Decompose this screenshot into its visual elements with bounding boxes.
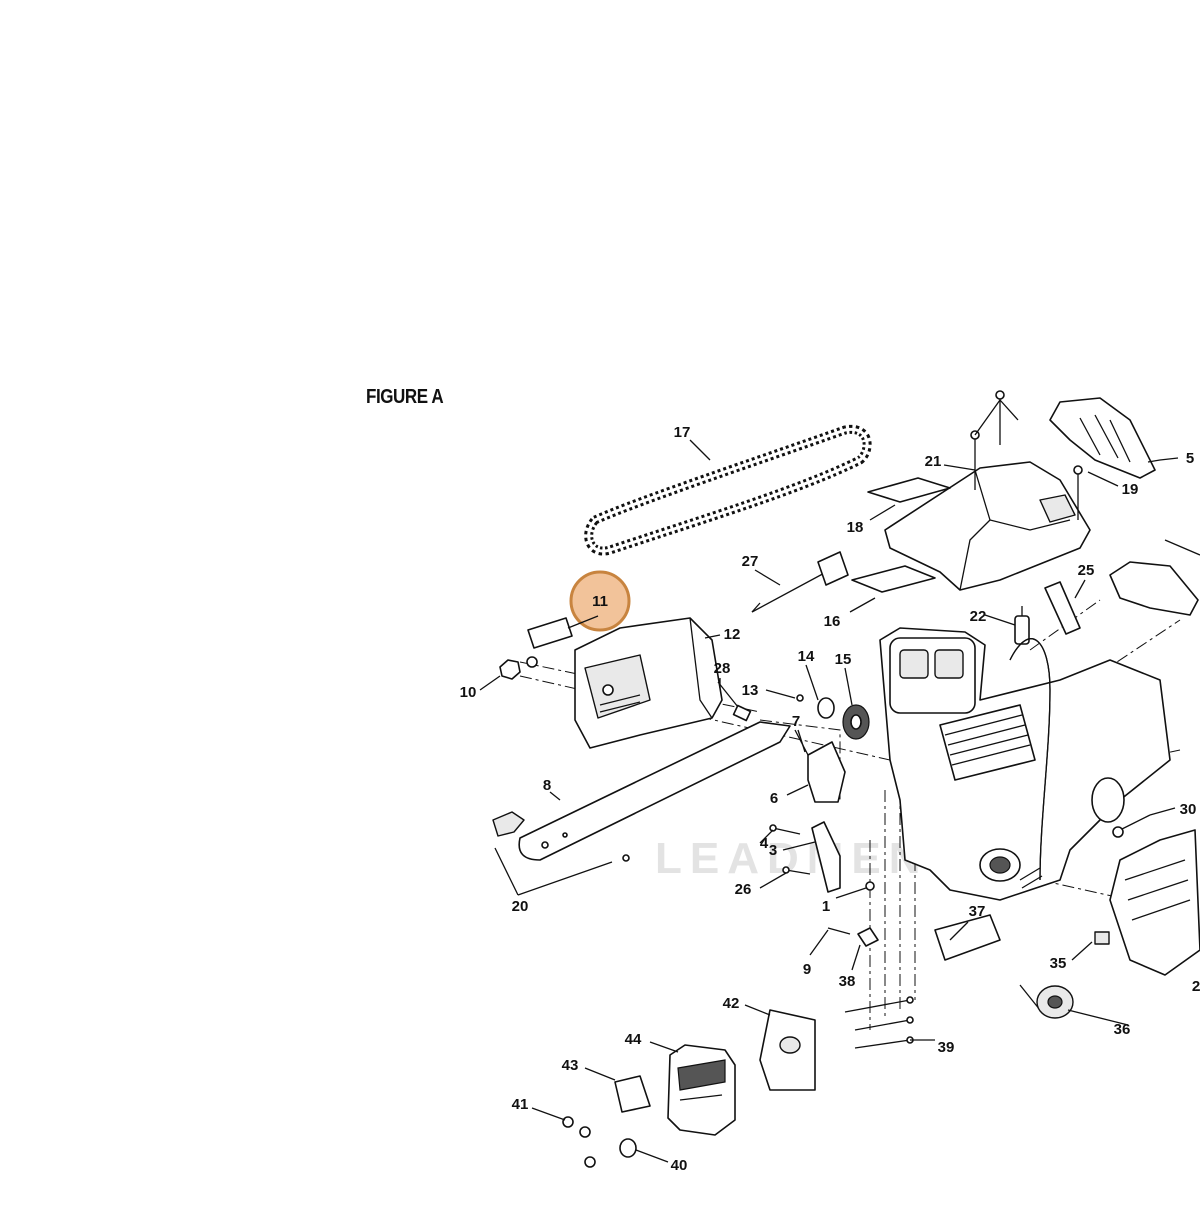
- part-35-block: [1094, 931, 1110, 945]
- label-7: 7: [792, 713, 800, 730]
- part-43-spark-arrestor: [614, 1075, 651, 1113]
- engine-housing: [879, 627, 1171, 901]
- label-25: 25: [1078, 562, 1095, 579]
- part-44-muffler: [667, 1044, 736, 1136]
- part-9-screw: [827, 927, 851, 935]
- part-15-sprocket: [842, 704, 870, 740]
- label-30: 30: [1180, 801, 1197, 818]
- part-40-washer: [619, 1138, 637, 1158]
- part-13-washer: [796, 694, 804, 702]
- label-35: 35: [1050, 955, 1067, 972]
- label-20: 20: [512, 898, 529, 915]
- part-2-starter-housing: [1109, 829, 1200, 976]
- label-42: 42: [723, 995, 740, 1012]
- label-9: 9: [803, 961, 811, 978]
- label-26: 26: [735, 881, 752, 898]
- label-10: 10: [460, 684, 477, 701]
- part-27-scrench-tool: [751, 551, 849, 613]
- part-20-bumper: [492, 811, 525, 837]
- label-5: 5: [1186, 450, 1194, 467]
- part-42-heat-shield: [759, 1009, 816, 1091]
- label-2: 2: [1192, 978, 1200, 995]
- label-21: 21: [925, 453, 942, 470]
- part-28-bolt: [717, 681, 752, 722]
- label-38: 38: [839, 973, 856, 990]
- part-30-line: [1119, 814, 1151, 831]
- part-25-baffle: [1044, 581, 1081, 635]
- label-22: 22: [970, 608, 987, 625]
- part-4-screw: [772, 827, 801, 835]
- part-10-nut: [499, 656, 538, 680]
- label-11: 11: [592, 593, 608, 610]
- label-36: 36: [1114, 1021, 1131, 1038]
- label-3: 3: [769, 842, 777, 859]
- label-19: 19: [1122, 481, 1139, 498]
- part-6-plate: [807, 741, 846, 803]
- part-41-nuts: [562, 1116, 596, 1168]
- part-number-labels: 17 21 5 19 18 27 25 16 22 12 28 14 15 10…: [460, 424, 1200, 1174]
- label-17: 17: [674, 424, 691, 441]
- part-36-fuel-cap: [1019, 984, 1074, 1019]
- part-8-guide-bar: [518, 721, 791, 862]
- label-27: 27: [742, 553, 759, 570]
- label-39: 39: [938, 1039, 955, 1056]
- label-6: 6: [770, 790, 778, 807]
- highlight-callout-11: 11: [567, 570, 631, 632]
- label-1: 1: [822, 898, 830, 915]
- part-1-nut: [865, 881, 875, 891]
- label-16: 16: [824, 613, 841, 630]
- figure-title: FIGURE A: [366, 386, 444, 408]
- label-18: 18: [847, 519, 864, 536]
- part-16-filter: [851, 565, 936, 593]
- label-13: 13: [742, 682, 759, 699]
- leader-lines: [479, 439, 1200, 1163]
- part-3-plate: [811, 821, 841, 893]
- label-12: 12: [724, 626, 741, 643]
- part-21-top-cover: [884, 461, 1091, 591]
- part-30-grommet: [1112, 826, 1124, 838]
- label-43: 43: [562, 1057, 579, 1074]
- label-44: 44: [625, 1031, 642, 1048]
- label-41: 41: [512, 1096, 529, 1113]
- part-12-clutch-cover: [574, 617, 723, 749]
- label-40: 40: [671, 1157, 688, 1174]
- part-18-filter: [867, 477, 951, 503]
- part-38-clip: [857, 927, 879, 947]
- part-37-bracket: [934, 914, 1001, 961]
- label-4: 4: [760, 835, 769, 852]
- part-14-washer: [817, 697, 835, 719]
- label-14: 14: [798, 648, 815, 665]
- label-37: 37: [969, 903, 986, 920]
- label-28: 28: [714, 660, 731, 677]
- part-5-cover: [1049, 397, 1156, 479]
- label-8: 8: [543, 777, 551, 794]
- label-15: 15: [835, 651, 852, 668]
- part-17-saw-chain: [584, 424, 872, 556]
- part-handle-top-right: [1109, 539, 1200, 616]
- part-39-bolts: [844, 996, 914, 1049]
- part-22-spark-plug: [1014, 606, 1030, 645]
- part-11-label: [527, 617, 573, 649]
- part-19-screws: [970, 390, 1083, 520]
- part-26-screw: [785, 869, 811, 875]
